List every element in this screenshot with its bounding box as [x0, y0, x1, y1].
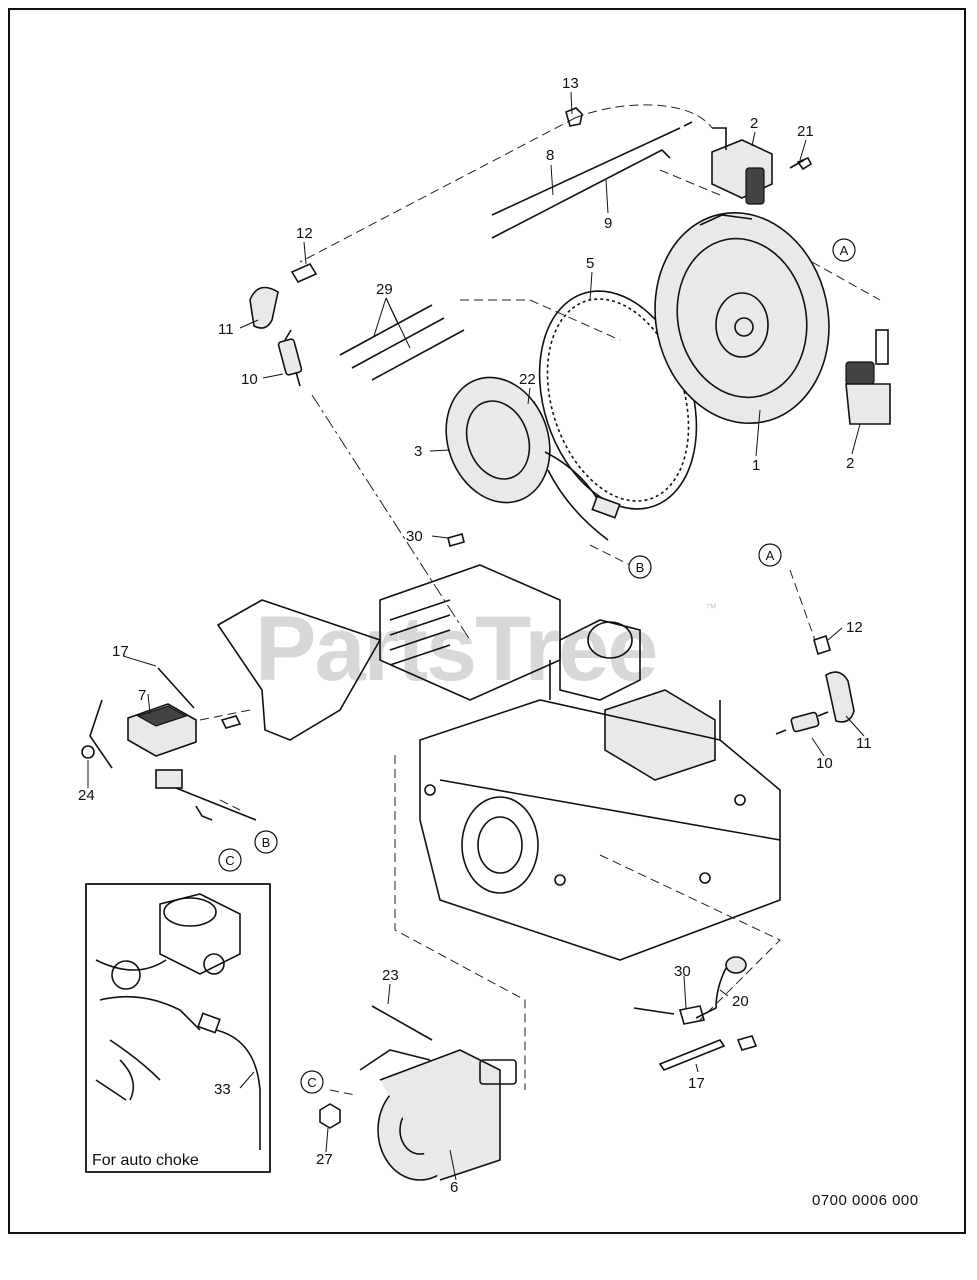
ref-circle-A-top: A	[832, 238, 856, 262]
dash-line-C-bottom	[329, 1089, 356, 1096]
sensor-bolt	[736, 1035, 758, 1051]
callout-10-right: 10	[816, 755, 833, 772]
dash-line-plug-left	[311, 394, 471, 641]
callout-29: 29	[376, 281, 393, 298]
dash-line-top-left	[299, 117, 576, 263]
part-21-screw	[789, 156, 813, 171]
part-29-cable-ties	[339, 304, 465, 381]
callout-22: 22	[519, 371, 536, 388]
part-17-tie-bottom	[658, 1039, 726, 1071]
part-6-starter-motor	[359, 1049, 517, 1181]
svg-text:A: A	[766, 548, 775, 563]
auto-choke-inset	[85, 883, 271, 1173]
svg-text:C: C	[307, 1075, 316, 1090]
part-2-ignition-coil-top	[711, 127, 773, 205]
callout-9: 9	[604, 215, 612, 232]
dash-line-B-top	[589, 544, 631, 566]
callout-8: 8	[546, 147, 554, 164]
part-12-terminal-left	[290, 262, 318, 284]
part-10-spark-plug-right	[775, 711, 829, 735]
svg-text:A: A	[840, 243, 849, 258]
sensor-wire	[633, 1007, 675, 1015]
svg-text:B: B	[262, 835, 271, 850]
callout-2-right: 2	[846, 455, 854, 472]
ref-circle-C-bottom: C	[300, 1070, 324, 1094]
callout-1: 1	[752, 457, 760, 474]
callout-17-left: 17	[112, 643, 129, 660]
callout-13: 13	[562, 75, 579, 92]
callout-17-bottom: 17	[688, 1075, 705, 1092]
part-3-stator	[445, 376, 621, 541]
part-11-plug-cap-right	[825, 671, 855, 723]
part-20-oil-sensor	[695, 956, 747, 1019]
callout-11-left: 11	[218, 321, 234, 338]
callout-11-right: 11	[856, 735, 872, 752]
callout-2-top: 2	[750, 115, 758, 132]
callout-20: 20	[732, 993, 749, 1010]
svg-text:B: B	[636, 560, 645, 575]
part-17-tie-left-a	[157, 667, 195, 709]
part-27-nut	[319, 1103, 341, 1129]
part-11-plug-cap-left	[249, 286, 279, 329]
ref-circle-A-right: A	[758, 543, 782, 567]
callout-12-right: 12	[846, 619, 863, 636]
regulator-connector	[155, 769, 257, 821]
dash-line-A-top	[811, 261, 881, 301]
dash-line-A-right	[789, 569, 816, 641]
callout-30-bottom: 30	[674, 963, 691, 980]
part-10-spark-plug-left	[277, 329, 303, 387]
part-9-wire	[491, 149, 671, 239]
dash-line-sensor	[599, 854, 781, 1021]
watermark-trademark: ™	[705, 601, 717, 615]
callout-27: 27	[316, 1151, 333, 1168]
callout-24: 24	[78, 787, 95, 804]
engine-block	[216, 564, 781, 961]
callout-12-left: 12	[296, 225, 313, 242]
dash-line-top	[574, 104, 713, 129]
callout-23: 23	[382, 967, 399, 984]
part-30-clamp-bottom	[678, 1005, 706, 1025]
part-1-flywheel	[654, 211, 830, 425]
part-7-regulator	[127, 703, 197, 757]
dash-line-coil	[659, 169, 721, 196]
part-12-terminal-right	[813, 634, 831, 656]
callout-10-left: 10	[241, 371, 258, 388]
part-13-clip	[565, 107, 583, 127]
inset-caption: For auto choke	[92, 1152, 199, 1169]
part-30-pin-top	[447, 533, 465, 547]
callout-3: 3	[414, 443, 422, 460]
callout-30-top: 30	[406, 528, 423, 545]
callout-33: 33	[214, 1081, 231, 1098]
leader-lines	[87, 91, 865, 1181]
callout-7: 7	[138, 687, 146, 704]
ref-circle-B-top: B	[628, 555, 652, 579]
drawing-number: 0700 0006 000	[812, 1192, 919, 1209]
dash-line-stator	[460, 299, 621, 341]
dash-line-starter-box	[394, 755, 526, 1090]
part-8-wire	[491, 121, 693, 216]
ref-circle-B-left: B	[254, 830, 278, 854]
partstree-watermark: PartsTree	[255, 598, 656, 700]
callout-21: 21	[797, 123, 814, 140]
part-2-ignition-coil-right	[845, 329, 891, 425]
dash-line-C-left	[219, 799, 241, 811]
regulator-bolt	[220, 715, 242, 729]
callout-5: 5	[586, 255, 594, 272]
ref-circle-C-left: C	[218, 848, 242, 872]
callout-6: 6	[450, 1179, 458, 1196]
dash-line-regulator	[199, 709, 251, 721]
part-24-nut	[81, 745, 95, 759]
svg-text:C: C	[225, 853, 234, 868]
part-17-tie-left-b	[89, 699, 113, 769]
part-23-bolt	[371, 1005, 433, 1041]
